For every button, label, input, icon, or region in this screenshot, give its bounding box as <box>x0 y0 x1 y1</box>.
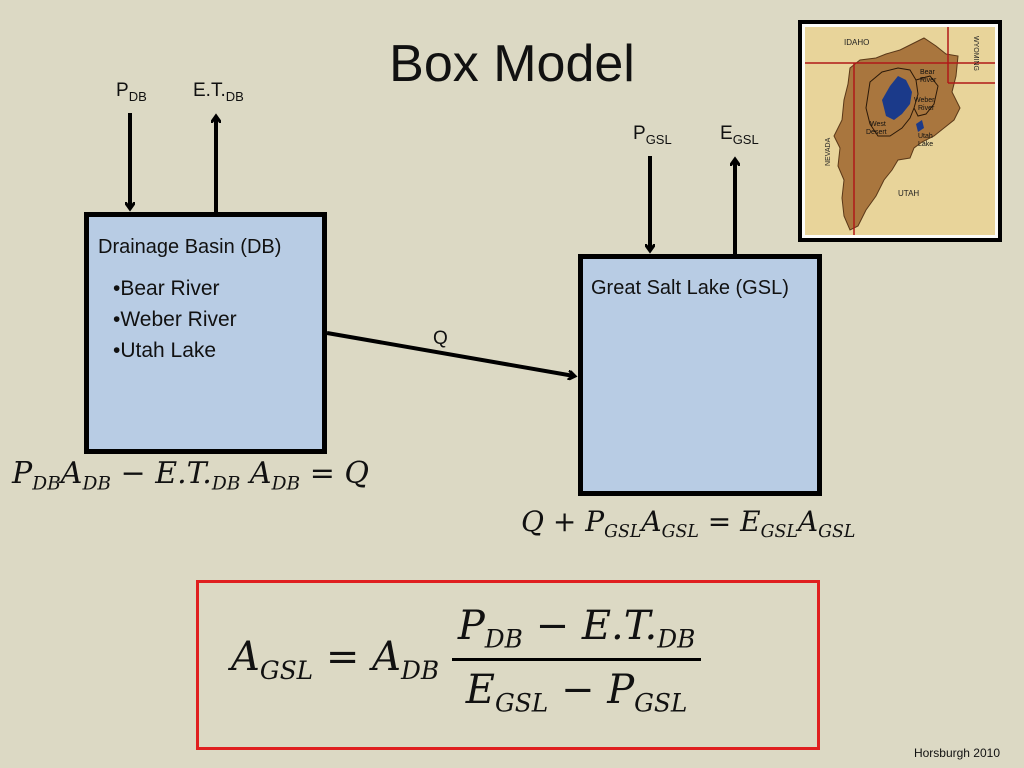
map-label-utah: UTAH <box>898 189 919 198</box>
gsl-precip-label: PGSL <box>633 123 672 147</box>
page-title: Box Model <box>389 35 635 93</box>
basin-outline <box>865 67 919 137</box>
gsl-balance-equation: Q + PGSLAGSL = EGSLAGSL <box>521 505 856 543</box>
db-evap-label: E.T.DB <box>193 80 244 104</box>
map-label-west-desert: Desert <box>866 129 887 136</box>
list-item: •Weber River <box>113 308 237 331</box>
great-salt-lake-box: Great Salt Lake (GSL) <box>578 254 822 496</box>
map-label-nevada: NEVADA <box>825 137 832 166</box>
map-label-wyoming: WYOMING <box>972 36 979 71</box>
solution-equation: AGSL = ADB PDB − E.T.DB EGSL − PGSL <box>231 603 702 718</box>
map-label-utah-lake: Utah <box>918 133 933 140</box>
list-item: •Utah Lake <box>113 339 217 362</box>
utah-map: IDAHO WYOMING NEVADA UTAH Bear River Web… <box>798 20 1002 242</box>
drainage-basin-box: Drainage Basin (DB) •Bear River •Weber R… <box>84 212 327 454</box>
db-precip-label: PDB <box>116 80 147 104</box>
credit-text: Horsburgh 2010 <box>913 746 1000 760</box>
map-label-bear-river: River <box>920 77 937 84</box>
map-label-bear: Bear <box>920 69 935 76</box>
db-balance-equation: PDBADB − E.T.DB ADB = Q <box>12 456 369 495</box>
map-label-utah-lake-2: Lake <box>918 141 933 148</box>
terrain-shape <box>833 37 961 231</box>
basin-outline <box>913 75 939 117</box>
solution-box: AGSL = ADB PDB − E.T.DB EGSL − PGSL <box>196 580 820 750</box>
gsl-evap-label: EGSL <box>720 123 759 147</box>
fraction-numerator: PDB − E.T.DB <box>451 603 702 661</box>
utah-lake-shape <box>916 120 924 132</box>
lake-shape <box>882 76 912 120</box>
drainage-basin-label: Drainage Basin (DB) <box>98 236 282 258</box>
solution-fraction: PDB − E.T.DB EGSL − PGSL <box>451 603 702 718</box>
map-label-weber: Weber <box>914 97 935 104</box>
map-label-weber-river: River <box>918 105 935 112</box>
map-label-west: West <box>870 121 886 128</box>
drainage-basin-list: •Bear River •Weber River •Utah Lake <box>113 273 237 366</box>
q-flow-arrow <box>326 331 574 376</box>
great-salt-lake-label: Great Salt Lake (GSL) <box>591 277 789 299</box>
list-item: •Bear River <box>113 277 220 300</box>
q-flow-label: Q <box>433 328 448 349</box>
fraction-denominator: EGSL − PGSL <box>465 666 688 718</box>
map-label-idaho: IDAHO <box>844 38 869 47</box>
